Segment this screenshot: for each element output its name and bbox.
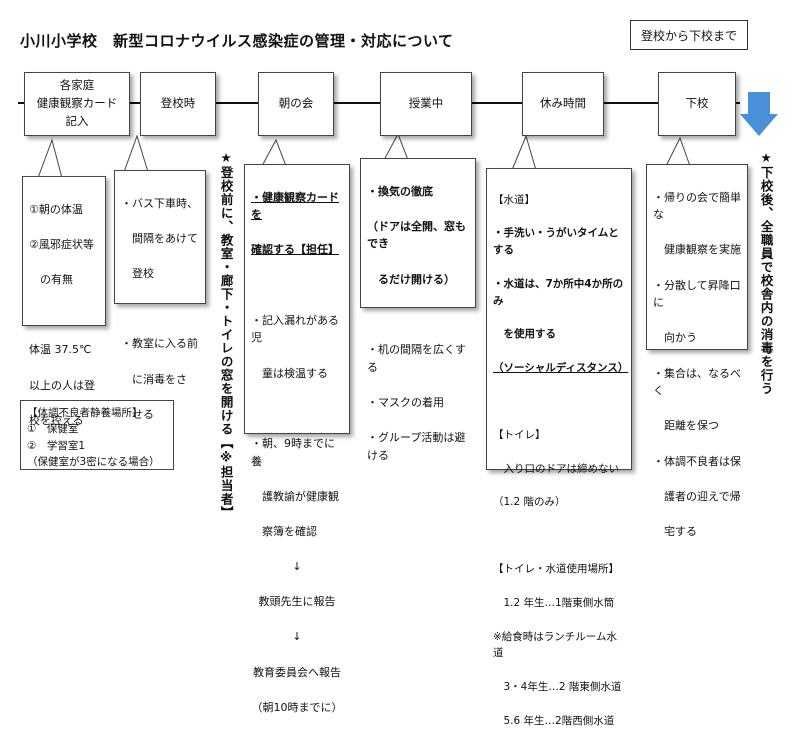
note-before-school: ★登校前に、教室・廊下・トイレの窓を開ける【※担当者】 [218, 150, 234, 520]
detail-line: ​ [367, 306, 469, 324]
detail-line: 以上の人は登 [29, 378, 95, 392]
section-title-toilet: 【トイレ】 [493, 428, 546, 441]
stage-class: 授業中 [380, 72, 472, 136]
detail-line: ・机の間隔を広くする [367, 342, 466, 374]
detail-line: に消毒をさ [121, 372, 187, 386]
sick-room-box: 【体調不良者静養場所】 ① 保健室 ② 学習室1 （保健室が3密になる場合） [20, 400, 174, 470]
stage-morning-meeting: 朝の会 [258, 72, 334, 136]
detail-dismissal: ・帰りの会で簡単な 健康観察を実施 ・分散して昇降口に 向かう ・集合は、なるべ… [646, 164, 748, 538]
detail-arrival: ・バス下車時、 間隔をあけて 登校 ​ ・教室に入る前 に消毒をさ せる [114, 170, 206, 421]
detail-line: 1.2 年生…1階東側水筒 [493, 596, 615, 609]
detail-line: ​ [251, 400, 343, 418]
detail-line: 教育委員会へ報告 [253, 665, 341, 679]
detail-line: ・換気の徹底 [367, 184, 433, 198]
detail-line: （ドアは全開、窓もでき [367, 219, 466, 251]
timeline-end-arrow-icon [740, 92, 778, 136]
note-after-school: ★下校後、全職員で校舎内の消毒を行う [758, 150, 774, 396]
detail-line: （朝10時までに） [251, 700, 343, 714]
detail-line: ・マスクの着用 [367, 395, 444, 409]
sick-room-note: （保健室が3密になる場合） [27, 455, 160, 468]
detail-line: ・記入漏れがある児 [251, 313, 339, 345]
detail-line: 登校 [121, 266, 154, 280]
detail-line: 確認する【担任】 [251, 243, 339, 257]
detail-line: ・手洗い・うがいタイムとする [493, 227, 619, 257]
detail-class: ・換気の徹底 （ドアは全開、窓もでき るだけ開ける） ​ ・机の間隔を広くする … [360, 158, 476, 462]
detail-break: 【水道】 ・手洗い・うがいタイムとする ・水道は、7か所中4か所のみ を使用する… [486, 168, 632, 727]
detail-line: ①朝の体温 [29, 202, 83, 216]
page-title: 小川小学校 新型コロナウイルス感染症の管理・対応について [20, 32, 454, 50]
detail-line: せる [121, 407, 154, 421]
detail-line: 校を控える [29, 413, 84, 427]
detail-line: 護者の迎えで帰 [653, 489, 741, 503]
detail-line: ※給食時はランチルーム水道 [493, 630, 617, 660]
sick-room-title: 【体調不良者静養場所】 [27, 407, 143, 419]
detail-line: （1.2 階のみ） [493, 496, 566, 509]
detail-line: 宅する [653, 524, 697, 538]
detail-line: 向かう [653, 331, 697, 345]
detail-line: ・分散して昇降口に [653, 278, 741, 310]
detail-line: 童は検温する [251, 366, 328, 380]
detail-line: ・朝、9時までに養 [251, 436, 335, 468]
detail-line: ・帰りの会で簡単な [653, 190, 741, 222]
section-title-assignments: 【トイレ・水道使用場所】 [493, 563, 619, 576]
detail-line: ・教室に入る前 [121, 337, 198, 351]
stage-dismissal: 下校 [658, 72, 736, 136]
callout-pointer-morning [261, 138, 287, 167]
detail-line: 3・4年生…2 階東側水道 [493, 680, 622, 693]
callout-pointer-home [37, 138, 63, 179]
detail-line: るだけ開ける） [367, 272, 455, 286]
sick-room-item: ② 学習室1 [27, 439, 86, 452]
detail-line: 教頭先生に報告 [258, 595, 336, 609]
stage-home: 各家庭 健康観察カード 記入 [24, 72, 130, 136]
callout-pointer-class [383, 132, 409, 161]
sick-room-item: ① 保健室 [27, 423, 79, 436]
callout-pointer-break [511, 134, 537, 171]
arrow-down-icon: ↓ [292, 560, 302, 574]
arrow-down-icon: ↓ [292, 630, 302, 644]
detail-line: ​ [251, 277, 343, 295]
detail-line: ・水道は、7か所中4か所のみ [493, 277, 624, 307]
detail-line: を使用する [493, 328, 556, 341]
detail-line: ・体調不良者は保 [653, 454, 741, 468]
detail-line: ・集合は、なるべく [653, 366, 741, 398]
stage-arrival: 登校時 [140, 72, 216, 136]
spacer: ​ [493, 528, 625, 545]
section-title-water: 【水道】 [493, 193, 535, 206]
detail-morning-meeting: ・健康観察カードを 確認する【担任】 ​ ・記入漏れがある児 童は検温する ​ … [244, 164, 350, 714]
detail-line: 察簿を確認 [251, 524, 317, 538]
callout-pointer-arrival [123, 134, 149, 173]
detail-line: 入り口のドアは締めない [493, 462, 619, 475]
detail-line: 距離を保つ [653, 419, 719, 433]
detail-line: ・健康観察カードを [251, 190, 339, 222]
detail-line: 護教諭が健康観 [251, 489, 339, 503]
detail-line: 健康観察を実施 [653, 243, 741, 257]
detail-line: の有無 [29, 272, 73, 286]
stage-break: 休み時間 [522, 72, 604, 136]
detail-line: 体温 37.5℃ [29, 343, 92, 357]
detail-line: ​ [121, 300, 199, 318]
detail-line: ・グループ活動は避ける [367, 430, 466, 462]
detail-line: ・バス下車時、 [121, 196, 198, 210]
detail-line: 間隔をあけて [121, 231, 198, 245]
scope-badge: 登校から下校まで [630, 20, 748, 50]
detail-line: ​ [29, 306, 99, 324]
detail-line: 5.6 年生…2階西側水道 [493, 714, 615, 727]
detail-home: ①朝の体温 ②風邪症状等 の有無 ​ 体温 37.5℃ 以上の人は登 校を控える [22, 176, 106, 427]
detail-line: ②風邪症状等 [29, 237, 94, 251]
spacer: ​ [493, 393, 625, 410]
callout-pointer-dismissal [665, 136, 691, 167]
detail-line: （ソーシャルディスタンス） [493, 361, 629, 374]
